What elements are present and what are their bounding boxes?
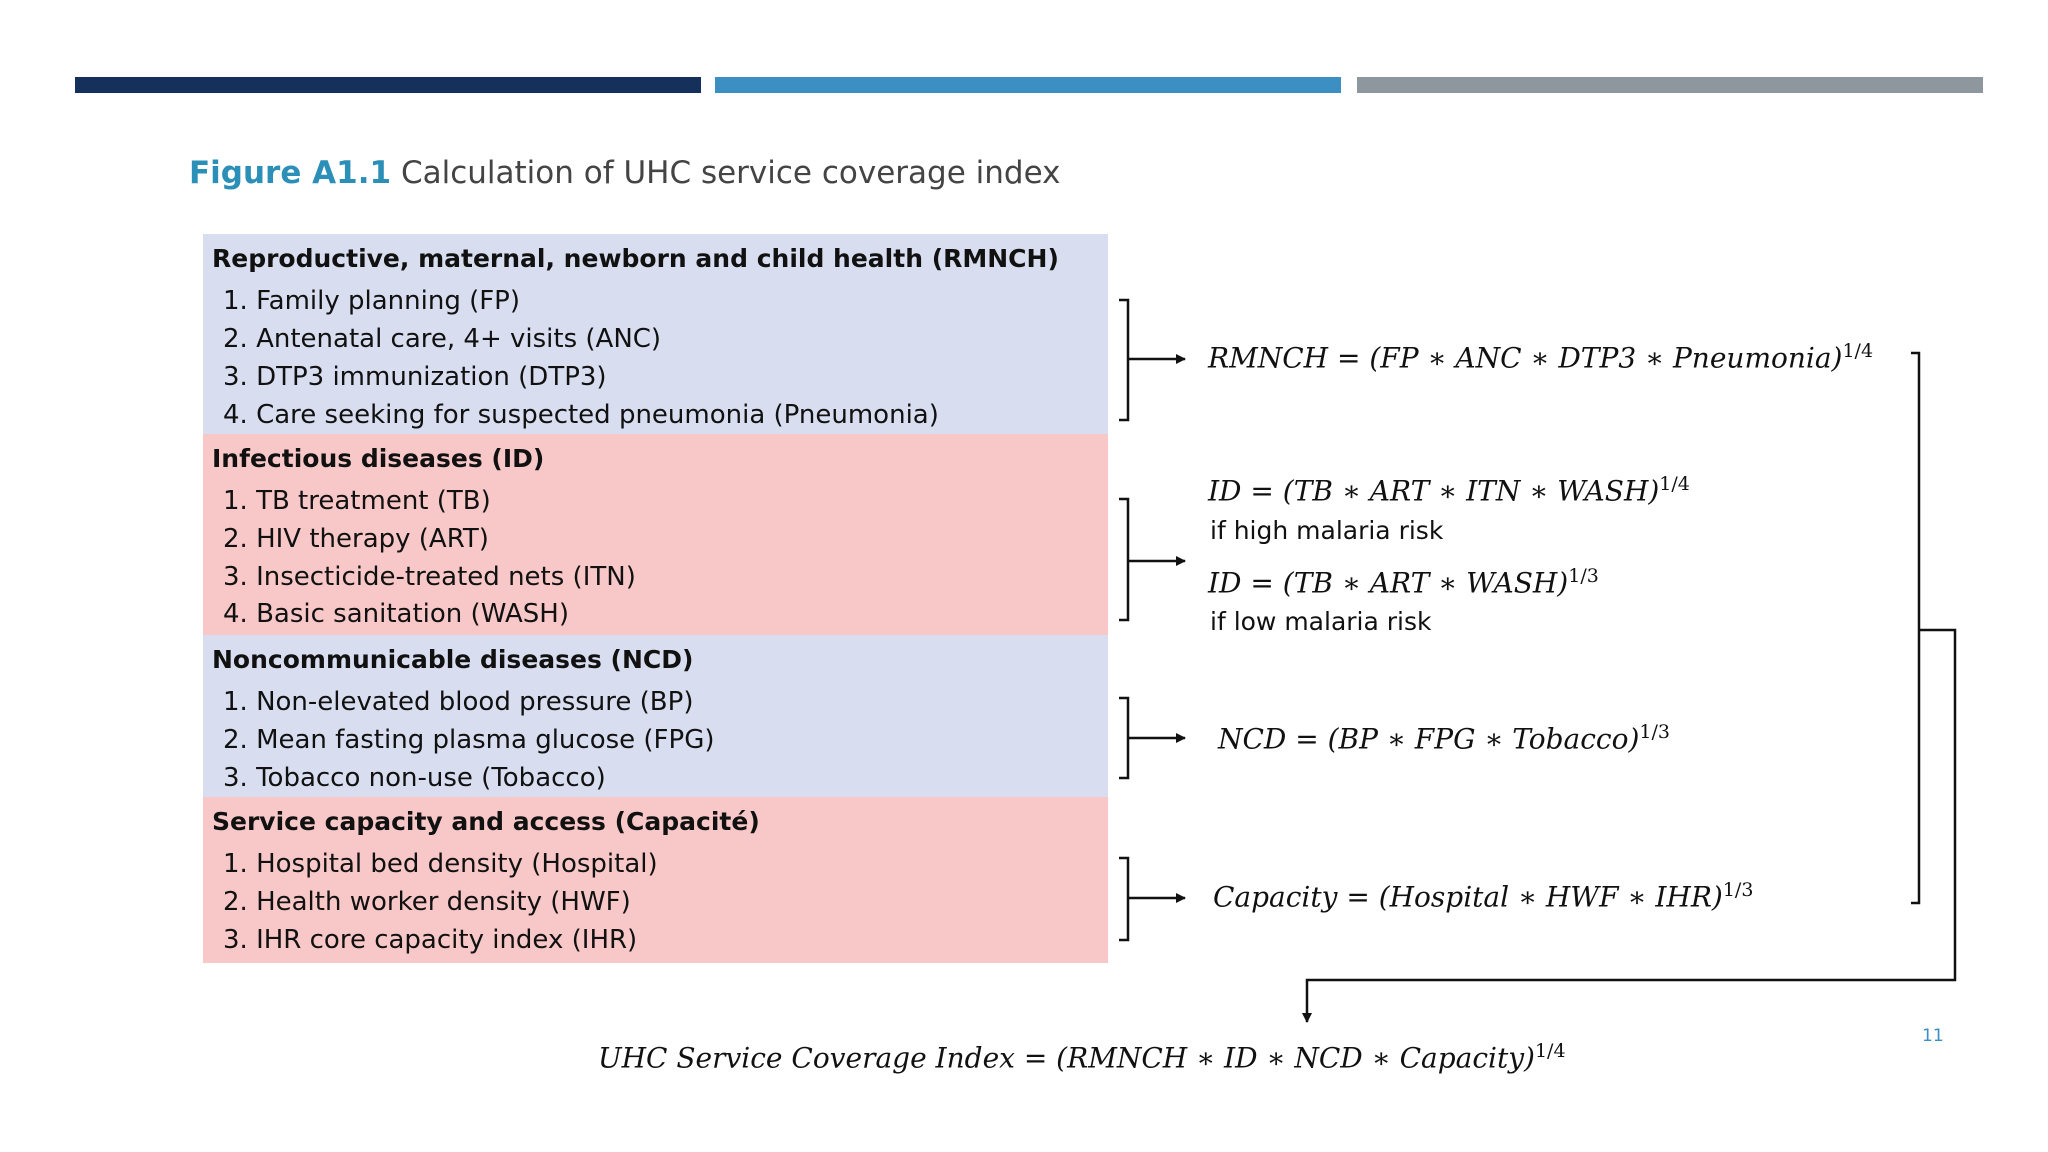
formula-uhc-index-text: UHC Service Coverage Index = (RMNCH ∗ ID… [598,1041,1535,1075]
formula-rmnch-text: RMNCH = (FP ∗ ANC ∗ DTP3 ∗ Pneumonia) [1208,341,1843,375]
group-title-id: Infectious diseases (ID) [212,444,545,473]
formula-id-high: ID = (TB ∗ ART ∗ ITN ∗ WASH)1/4 [1208,473,1690,507]
list-item: 1. Hospital bed density (Hospital) [223,849,658,879]
bracket-ncd [1119,696,1130,780]
formula-ncd: NCD = (BP ∗ FPG ∗ Tobacco)1/3 [1218,721,1670,755]
connector-final [1302,628,1957,1023]
list-item: 1. Family planning (FP) [223,286,521,316]
figure-caption: Calculation of UHC service coverage inde… [400,155,1061,191]
panel-capacity: Service capacity and access (Capacité) 1… [203,797,1108,963]
formula-ncd-text: NCD = (BP ∗ FPG ∗ Tobacco) [1218,722,1640,756]
formula-capacity: Capacity = (Hospital ∗ HWF ∗ IHR)1/3 [1213,879,1753,913]
formula-ncd-exponent: 1/3 [1639,721,1670,743]
formula-capacity-exponent: 1/3 [1722,879,1754,901]
note-low-malaria: if low malaria risk [1210,607,1432,636]
list-item: 1. TB treatment (TB) [223,486,491,516]
list-item: 2. Mean fasting plasma glucose (FPG) [223,725,715,755]
list-item: 3. IHR core capacity index (IHR) [223,925,638,955]
formula-id-low: ID = (TB ∗ ART ∗ WASH)1/3 [1208,565,1599,599]
formula-id-high-exponent: 1/4 [1659,473,1690,495]
top-bar-blue [715,77,1341,93]
bracket-capacity [1119,856,1130,942]
list-item: 2. Antenatal care, 4+ visits (ANC) [223,324,662,354]
top-bar-gray [1357,77,1983,93]
bracket-id [1119,497,1130,622]
list-item: 3. Insecticide-treated nets (ITN) [223,562,636,592]
formula-id-high-text: ID = (TB ∗ ART ∗ ITN ∗ WASH) [1208,474,1660,508]
list-item: 4. Basic sanitation (WASH) [223,599,569,629]
panel-ncd: Noncommunicable diseases (NCD) 1. Non-el… [203,635,1108,797]
page-number: 11 [1922,1026,1944,1046]
formula-capacity-text: Capacity = (Hospital ∗ HWF ∗ IHR) [1213,880,1723,914]
figure-title: Figure A1.1 Calculation of UHC service c… [189,155,1060,191]
bracket-combine [1911,351,1921,905]
panel-id: Infectious diseases (ID) 1. TB treatment… [203,434,1108,635]
panel-rmnch: Reproductive, maternal, newborn and chil… [203,234,1108,434]
formula-id-low-exponent: 1/3 [1568,565,1599,587]
formula-uhc-index: UHC Service Coverage Index = (RMNCH ∗ ID… [598,1040,1566,1074]
list-item: 3. Tobacco non-use (Tobacco) [223,763,606,793]
bracket-rmnch [1119,298,1130,422]
formula-id-low-text: ID = (TB ∗ ART ∗ WASH) [1208,566,1569,600]
list-item: 2. Health worker density (HWF) [223,887,631,917]
figure-label: Figure A1.1 [189,155,392,191]
list-item: 4. Care seeking for suspected pneumonia … [223,400,939,430]
list-item: 1. Non-elevated blood pressure (BP) [223,687,694,717]
group-title-capacity: Service capacity and access (Capacité) [212,807,760,836]
group-title-ncd: Noncommunicable diseases (NCD) [212,645,694,674]
formula-rmnch: RMNCH = (FP ∗ ANC ∗ DTP3 ∗ Pneumonia)1/4 [1208,340,1873,374]
list-item: 3. DTP3 immunization (DTP3) [223,362,607,392]
formula-uhc-index-exponent: 1/4 [1534,1040,1566,1062]
list-item: 2. HIV therapy (ART) [223,524,489,554]
note-high-malaria: if high malaria risk [1210,516,1444,545]
top-bar-navy [75,77,701,93]
group-title-rmnch: Reproductive, maternal, newborn and chil… [212,244,1059,273]
formula-rmnch-exponent: 1/4 [1842,340,1874,362]
